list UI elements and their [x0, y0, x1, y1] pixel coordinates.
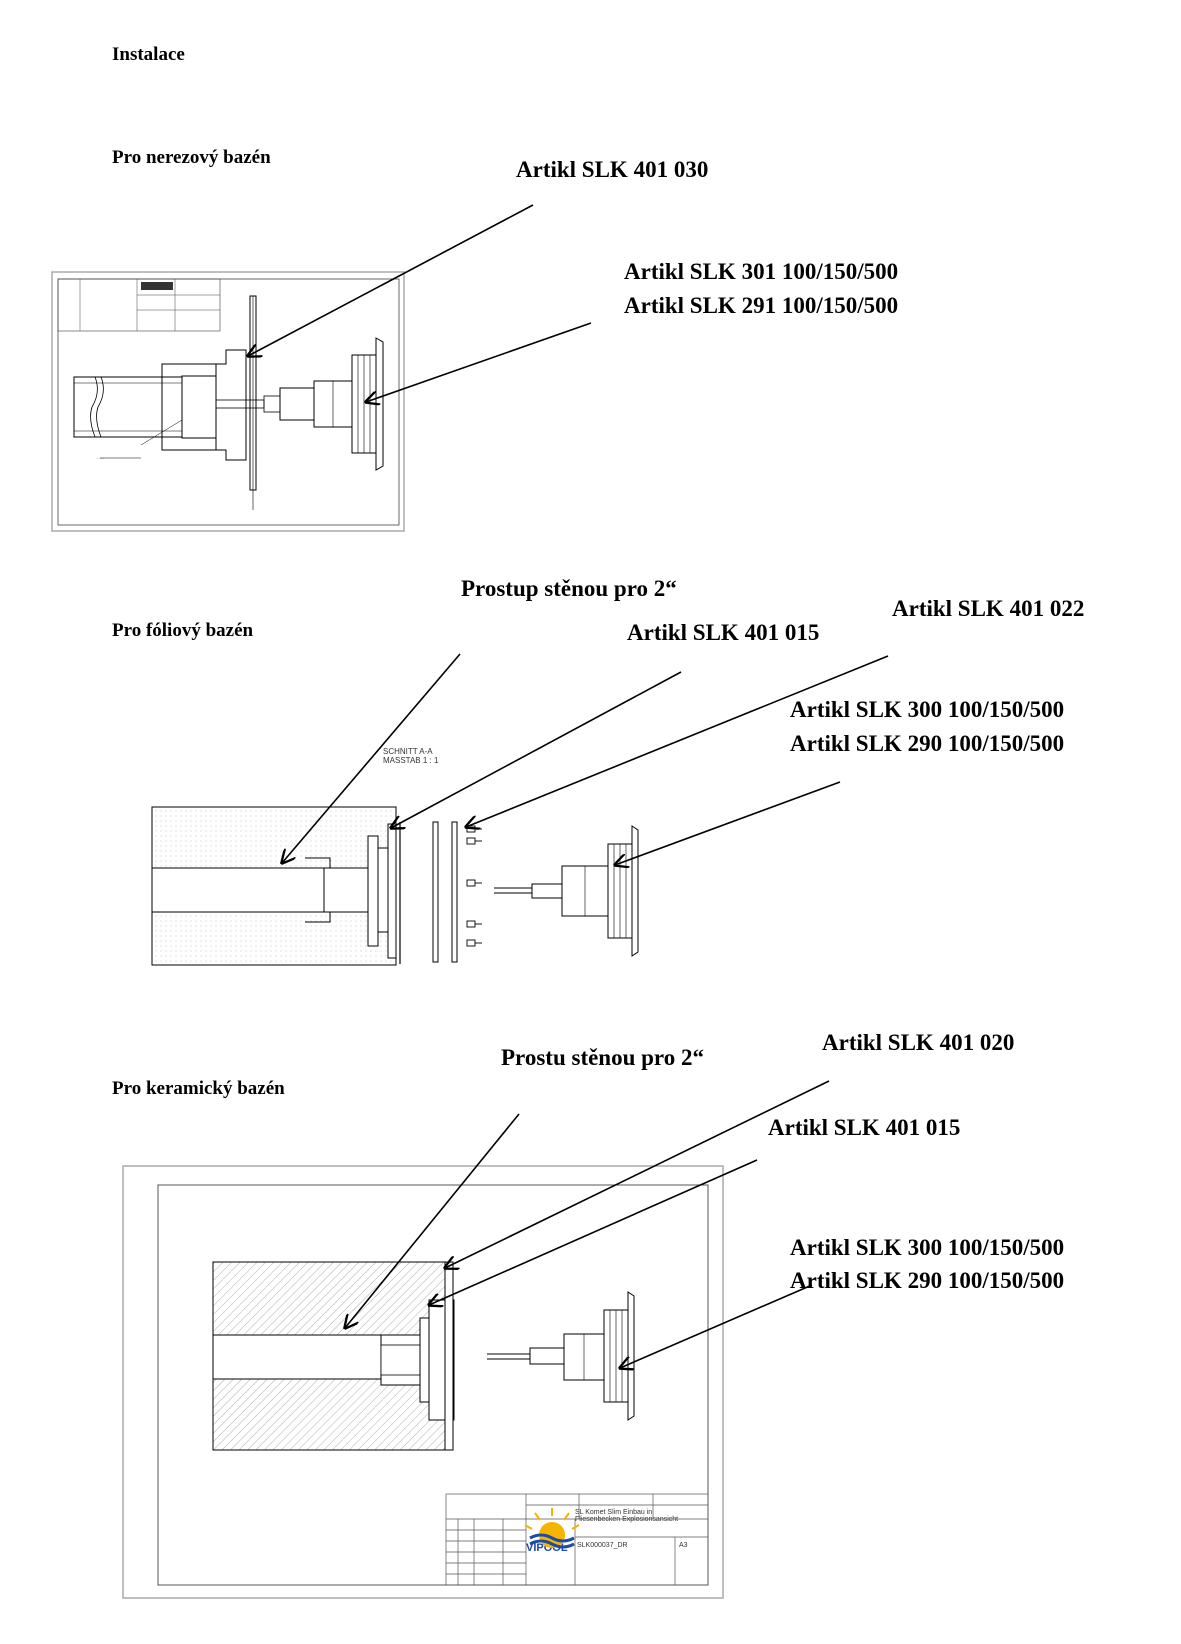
drawing-foil [151, 806, 639, 966]
label-slk-401-015-foil: Artikl SLK 401 015 [627, 620, 820, 645]
title-block-description: SL Komet Slim Einbau in Fliesenbecken Ex… [575, 1509, 679, 1523]
section-heading-ceramic: Pro keramický bazén [112, 1078, 285, 1099]
title-block-format: A3 [679, 1542, 688, 1549]
arrow-slk-300-ceramic [620, 1284, 813, 1368]
section-note-line2: MASSTAB 1 : 1 [383, 756, 439, 765]
label-slk-300-foil: Artikl SLK 300 100/150/500 [790, 697, 1065, 722]
svg-text:.......: ....... [96, 455, 104, 460]
arrow-slk-300-foil [615, 781, 841, 865]
label-wall-passage-ceramic: Prostu stěnou pro 2“ [501, 1045, 704, 1070]
label-wall-passage-foil: Prostup stěnou pro 2“ [461, 576, 677, 601]
arrow-slk-401-020 [445, 1080, 830, 1268]
drawing-ceramic [122, 1165, 724, 1599]
label-slk-401-030: Artikl SLK 401 030 [516, 157, 709, 182]
label-slk-290-foil: Artikl SLK 290 100/150/500 [790, 731, 1065, 756]
arrow-slk-401-030 [248, 204, 534, 356]
arrow-slk-401-022 [466, 655, 889, 827]
label-slk-401-015-ceramic: Artikl SLK 401 015 [768, 1115, 961, 1140]
arrow-slk-401-015-foil [391, 671, 682, 828]
label-slk-401-022: Artikl SLK 401 022 [892, 596, 1085, 621]
label-slk-291: Artikl SLK 291 100/150/500 [624, 293, 899, 318]
label-slk-401-020: Artikl SLK 401 020 [822, 1030, 1015, 1055]
arrow-wall-passage-ceramic [345, 1113, 520, 1328]
page-title: Instalace [112, 44, 185, 65]
drawing-stainless [51, 271, 405, 532]
label-slk-300-ceramic: Artikl SLK 300 100/150/500 [790, 1235, 1065, 1260]
section-note-line1: SCHNITT A-A [383, 747, 433, 756]
label-slk-290-ceramic: Artikl SLK 290 100/150/500 [790, 1268, 1065, 1293]
vipool-logo [524, 1508, 580, 1549]
arrow-slk-401-015-ceramic [429, 1159, 758, 1305]
title-block-drawing-number: SLK000037_DR [577, 1542, 628, 1549]
section-heading-foil: Pro fóliový bazén [112, 620, 254, 641]
section-heading-stainless: Pro nerezový bazén [112, 147, 271, 168]
label-slk-301: Artikl SLK 301 100/150/500 [624, 259, 899, 284]
arrow-wall-passage-foil [282, 653, 461, 863]
arrow-slk-301 [366, 322, 592, 402]
